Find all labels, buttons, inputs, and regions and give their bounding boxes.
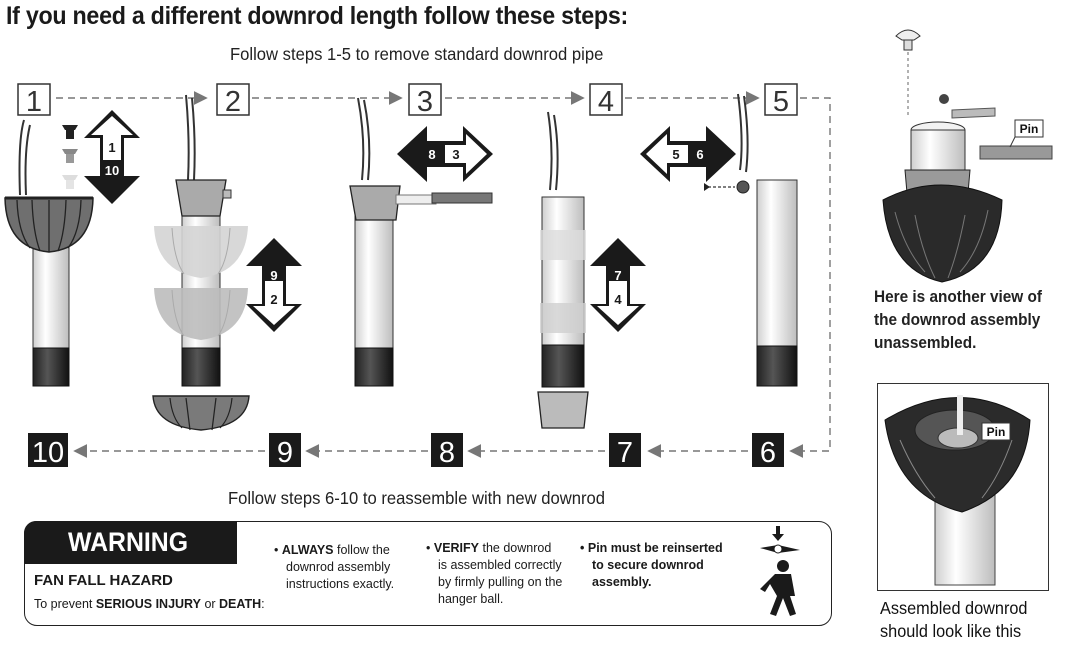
prevent-injury-text: To prevent SERIOUS INJURY or DEATH: bbox=[34, 597, 265, 611]
arrow-step-8-3: 8 3 bbox=[397, 126, 493, 182]
b2-line-1-rest: the downrod bbox=[479, 541, 552, 555]
step-10-label: 10 bbox=[32, 437, 64, 469]
verify-text: VERIFY bbox=[433, 541, 480, 555]
step-boxes-top: 1 2 3 4 5 bbox=[17, 83, 798, 118]
caption-unassembled-line-1: Here is another view of bbox=[874, 288, 1042, 306]
arrow-label-6: 6 bbox=[696, 147, 703, 162]
prevent-mid: or bbox=[200, 597, 220, 611]
fan-fall-hazard-label: FAN FALL HAZARD bbox=[34, 572, 173, 589]
figure-step-2 bbox=[152, 94, 250, 431]
b2-line-2: is assembled correctly bbox=[438, 558, 562, 572]
caption-assembled-line-1: Assembled downrod bbox=[880, 598, 1028, 618]
death-text: DEATH bbox=[219, 597, 262, 611]
step-2-label: 2 bbox=[225, 86, 241, 118]
step-3-label: 3 bbox=[417, 86, 433, 118]
step-5-label: 5 bbox=[773, 86, 789, 118]
warning-panel bbox=[24, 521, 832, 626]
flow-dashed-lines bbox=[56, 91, 831, 458]
pin-label-unassembled: Pin bbox=[1020, 122, 1039, 136]
arrow-label-8: 8 bbox=[428, 147, 435, 162]
caption-assembled-line-2: should look like this bbox=[880, 621, 1022, 641]
arrow-step-9-2: 9 2 bbox=[246, 238, 302, 332]
b2-line-3: by firmly pulling on the bbox=[438, 575, 563, 589]
warning-header-band bbox=[24, 521, 237, 564]
step-9-label: 9 bbox=[277, 437, 293, 469]
arrow-label-9: 9 bbox=[270, 268, 277, 283]
b3-line-1: Pin must be reinserted bbox=[587, 541, 723, 555]
subtitle-reassemble-steps: Follow steps 6-10 to reassemble with new… bbox=[228, 488, 606, 508]
figure-step-3 bbox=[349, 97, 493, 387]
figure-unassembled-view: Pin bbox=[882, 29, 1053, 283]
prevent-suffix: : bbox=[261, 597, 265, 611]
caption-assembled: Assembled downrod should look like this bbox=[880, 597, 1027, 643]
warning-bullet-always: • ALWAYS follow the downrod assembly ins… bbox=[274, 543, 395, 591]
figure-step-4 bbox=[537, 111, 589, 429]
arrow-label-3: 3 bbox=[452, 147, 459, 162]
b3-line-2: to secure downrod bbox=[592, 558, 704, 572]
arrow-label-2: 2 bbox=[270, 292, 277, 307]
caption-unassembled-line-3: unassembled. bbox=[874, 334, 977, 352]
warning-bullet-pin: • Pin must be reinserted to secure downr… bbox=[580, 541, 723, 589]
caption-unassembled: Here is another view of the downrod asse… bbox=[874, 286, 1042, 355]
arrow-step-7-4: 7 4 bbox=[590, 238, 646, 332]
arrow-label-4: 4 bbox=[614, 292, 622, 307]
pin-label-assembled: Pin bbox=[987, 425, 1006, 439]
b1-line-1-rest: follow the bbox=[333, 543, 390, 557]
assembled-view-frame bbox=[877, 383, 1049, 591]
subtitle-remove-steps: Follow steps 1-5 to remove standard down… bbox=[230, 44, 604, 64]
page-title: If you need a different downrod length f… bbox=[6, 2, 628, 30]
b1-line-2: downrod assembly bbox=[286, 560, 391, 574]
arrow-label-5: 5 bbox=[672, 147, 679, 162]
arrow-step-5-6: 5 6 bbox=[640, 126, 736, 182]
warning-title: WARNING bbox=[68, 527, 189, 557]
step-4-label: 4 bbox=[598, 86, 614, 118]
arrow-step-1-10: 1 10 bbox=[84, 110, 140, 204]
b3-line-3: assembly. bbox=[592, 575, 652, 589]
b2-line-4: hanger ball. bbox=[438, 592, 504, 606]
prevent-prefix: To prevent bbox=[34, 597, 96, 611]
figure-step-5 bbox=[704, 93, 798, 387]
always-text: ALWAYS bbox=[281, 543, 334, 557]
arrow-label-10: 10 bbox=[105, 163, 119, 178]
step-7-label: 7 bbox=[617, 437, 633, 469]
step-6-label: 6 bbox=[760, 437, 776, 469]
caption-unassembled-line-2: the downrod assembly bbox=[874, 311, 1041, 329]
step-1-label: 1 bbox=[26, 86, 42, 118]
figure-step-1 bbox=[4, 119, 94, 387]
falling-fan-person-icon bbox=[760, 526, 800, 616]
figure-assembled-view: Pin bbox=[884, 395, 1031, 586]
serious-injury-text: SERIOUS INJURY bbox=[95, 597, 201, 611]
step-8-label: 8 bbox=[439, 437, 455, 469]
b1-line-3: instructions exactly. bbox=[286, 577, 395, 591]
step-boxes-bottom: 10 9 8 7 6 bbox=[28, 433, 784, 469]
arrow-label-7: 7 bbox=[614, 268, 621, 283]
warning-bullet-verify: • VERIFY the downrod is assembled correc… bbox=[426, 541, 563, 606]
arrow-label-1: 1 bbox=[108, 140, 115, 155]
